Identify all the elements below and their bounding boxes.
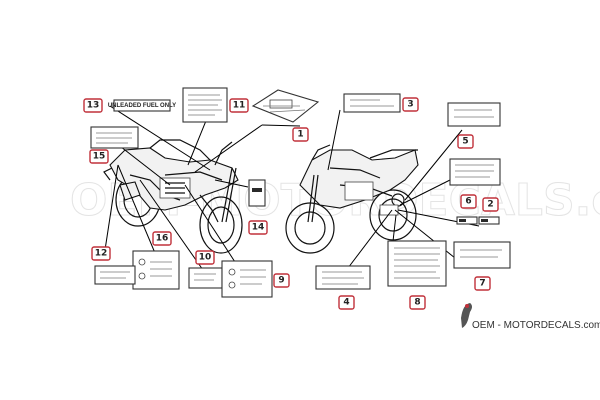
label-part-9 — [221, 260, 273, 298]
label-part-8 — [387, 240, 447, 287]
callout-6-number: 6 — [465, 197, 471, 207]
callouts: 1 2 3 4 5 6 7 8 9 10 11 12 13 14 15 16 — [83, 97, 499, 310]
callout-14-number: 14 — [252, 223, 265, 233]
callout-2-number: 2 — [487, 200, 493, 210]
callout-1-number: 1 — [297, 130, 303, 140]
callout-5-number: 5 — [462, 137, 468, 147]
fuel-label-text: UNLEADED FUEL ONLY — [108, 103, 176, 109]
label-part-4 — [315, 265, 371, 290]
leader-lines — [104, 105, 480, 271]
callout-16[interactable]: 16 — [152, 231, 172, 246]
label-part-5 — [447, 102, 501, 127]
callout-11-number: 11 — [233, 101, 246, 111]
label-part-6 — [456, 216, 500, 225]
callout-13-number: 13 — [87, 101, 100, 111]
left-motorcycle — [103, 139, 243, 254]
callout-15[interactable]: 15 — [89, 149, 109, 164]
callout-4-number: 4 — [343, 298, 349, 308]
label-part-1 — [251, 89, 320, 123]
brand-footer: OEM - MOTORDECALS.com — [461, 303, 600, 331]
label-part-14 — [248, 179, 266, 207]
label-part-15 — [90, 126, 139, 149]
label-part-2 — [449, 158, 501, 186]
label-part-7 — [453, 241, 511, 269]
callout-14[interactable]: 14 — [248, 220, 268, 235]
callout-7[interactable]: 7 — [474, 276, 491, 291]
helmet-logo-icon — [461, 303, 472, 328]
callout-2[interactable]: 2 — [482, 197, 499, 212]
callout-3-number: 3 — [407, 100, 413, 110]
callout-10[interactable]: 10 — [195, 250, 215, 265]
callout-16-number: 16 — [156, 234, 169, 244]
fuel-label-part: UNLEADED FUEL ONLY — [108, 99, 176, 112]
callout-11[interactable]: 11 — [229, 98, 249, 113]
callout-9-number: 9 — [278, 276, 284, 286]
callout-8-number: 8 — [414, 298, 420, 308]
callout-3[interactable]: 3 — [402, 97, 419, 112]
callout-5[interactable]: 5 — [457, 134, 474, 149]
callout-7-number: 7 — [479, 279, 485, 289]
callout-9[interactable]: 9 — [273, 273, 290, 288]
label-part-12 — [94, 265, 136, 285]
brand-text: OEM - MOTORDECALS.com — [472, 320, 600, 331]
label-part-16 — [132, 250, 180, 290]
label-part-3 — [343, 93, 401, 113]
callout-10-number: 10 — [199, 253, 212, 263]
callout-6[interactable]: 6 — [460, 194, 477, 209]
callout-15-number: 15 — [93, 152, 106, 162]
label-part-10 — [188, 267, 223, 289]
callout-8[interactable]: 8 — [409, 295, 426, 310]
callout-1[interactable]: 1 — [292, 127, 309, 142]
callout-4[interactable]: 4 — [338, 295, 355, 310]
callout-12[interactable]: 12 — [91, 246, 111, 261]
callout-13[interactable]: 13 — [83, 98, 103, 113]
label-part-11 — [182, 87, 228, 123]
callout-12-number: 12 — [95, 249, 108, 259]
